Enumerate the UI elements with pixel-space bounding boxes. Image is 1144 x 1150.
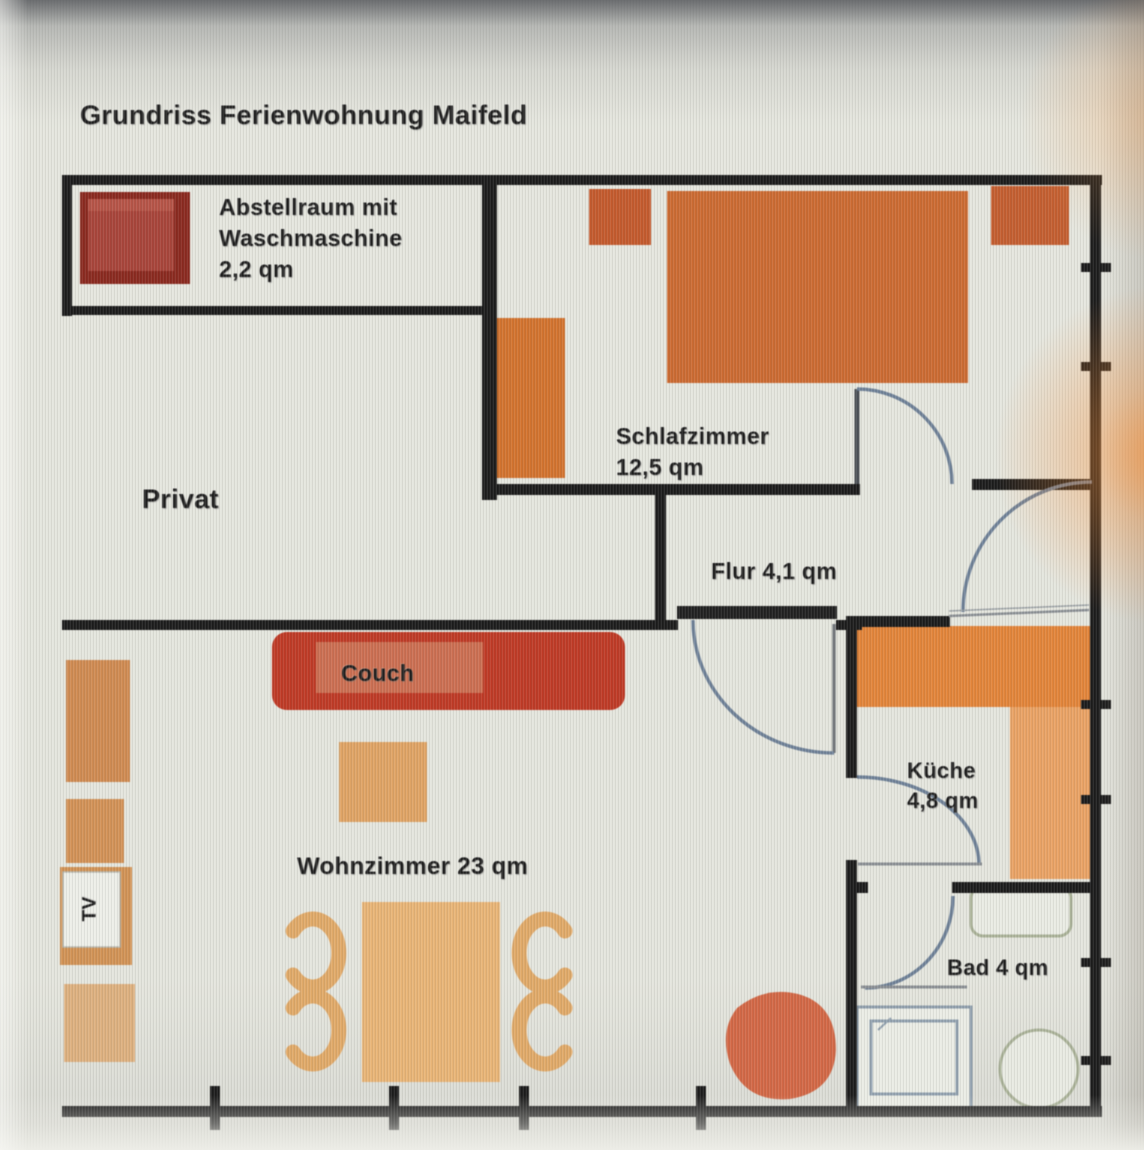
nightstand-right — [991, 186, 1069, 245]
chair-top-right — [511, 911, 573, 995]
dining-table — [362, 902, 500, 1082]
entrance-threshold — [948, 608, 1090, 618]
window-tick — [389, 1086, 399, 1130]
window-tick — [210, 1086, 220, 1130]
wall-bedroom-bottom-right — [972, 479, 1098, 490]
window-tick — [519, 1086, 529, 1130]
bathroom-label: Bad 4 qm — [947, 955, 1049, 980]
wall-kitchen-bath-right — [952, 882, 1098, 893]
wall-bedroom-left — [482, 175, 497, 500]
shelf-middle — [66, 799, 124, 863]
window-tick — [1081, 700, 1111, 709]
nightstand-left — [589, 189, 651, 245]
window-tick — [1081, 795, 1111, 804]
window-tick — [1081, 958, 1111, 967]
washing-machine-highlight — [88, 199, 174, 211]
window-tick — [1081, 362, 1111, 371]
window-tick — [1081, 1056, 1111, 1065]
wall-hall-left — [655, 490, 666, 630]
bedroom-door-arc — [856, 387, 954, 485]
entrance-door-arc — [961, 480, 1093, 613]
living-door-closed — [677, 606, 837, 619]
wall-storage-left — [62, 175, 72, 316]
living-door-arc — [691, 619, 835, 755]
shelf-lower — [64, 984, 135, 1062]
chair-bottom-left — [285, 988, 347, 1072]
couch-label: Couch — [341, 660, 415, 686]
living-room-label: Wohnzimmer 23 qm — [297, 853, 529, 880]
window-tick — [1081, 263, 1111, 272]
bed — [667, 191, 968, 383]
shelf-upper — [66, 660, 130, 782]
private-area-label: Privat — [142, 484, 219, 514]
wall-kitchen-left — [846, 616, 857, 778]
wall-top — [62, 175, 1102, 185]
bedroom-label: Schlafzimmer 12,5 qm — [616, 421, 769, 483]
toilet — [998, 1028, 1080, 1110]
chair-top-left — [285, 911, 347, 995]
chair-bottom-right — [511, 988, 573, 1072]
kitchen-counter-right — [1010, 707, 1093, 879]
storage-label-line2: Waschmaschine — [219, 225, 403, 251]
bedroom-name: Schlafzimmer — [616, 423, 770, 449]
bedroom-area: 12,5 qm — [616, 454, 704, 480]
tv-label: TV — [79, 896, 101, 922]
bath-door-arc — [864, 895, 955, 990]
kitchen-area: 4,8 qm — [907, 788, 979, 813]
wall-bedroom-bottom-left — [490, 484, 860, 495]
wall-kitchen-top — [846, 616, 950, 627]
kitchen-name: Küche — [907, 758, 976, 783]
plan-title: Grundriss Ferienwohnung Maifeld — [80, 100, 528, 130]
wardrobe — [497, 318, 565, 478]
wall-bath-left — [846, 882, 857, 1117]
storage-label-line3: 2,2 qm — [219, 256, 294, 282]
beanbag — [725, 991, 836, 1100]
wall-storage-bottom — [62, 306, 492, 315]
window-tick — [696, 1086, 706, 1130]
hallway-label: Flur 4,1 qm — [711, 558, 837, 584]
kitchen-label: Küche 4,8 qm — [907, 756, 979, 816]
kitchen-counter-top — [856, 626, 1093, 707]
coffee-table — [339, 742, 427, 822]
wall-right — [1090, 175, 1101, 1117]
storage-label-line1: Abstellraum mit — [219, 194, 398, 220]
wall-living-top — [62, 620, 678, 630]
storage-room-label: Abstellraum mit Waschmaschine 2,2 qm — [219, 192, 402, 285]
bathroom-sink — [969, 884, 1073, 938]
